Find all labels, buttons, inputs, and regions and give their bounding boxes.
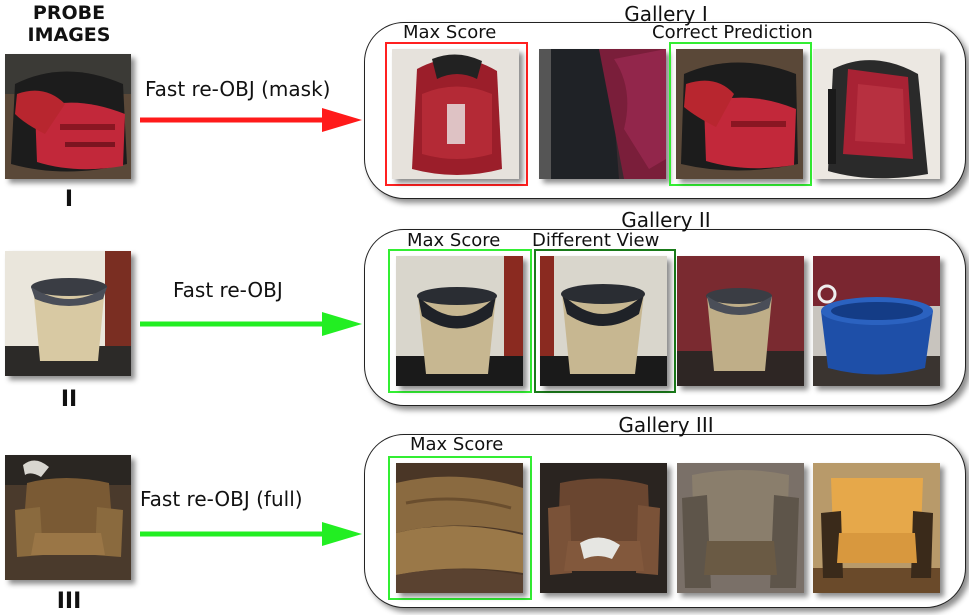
- probe-header-line-2: IMAGES: [27, 24, 111, 46]
- correct-prediction-highlight: [669, 42, 812, 186]
- max-score-label-2: Max Score: [407, 230, 501, 251]
- correct-prediction-label: Correct Prediction: [652, 22, 813, 43]
- gallery-1-image-2: [539, 49, 666, 179]
- gallery-3-image-2: [540, 463, 667, 593]
- different-view-label: Different View: [532, 230, 660, 251]
- gallery-2-image-2: [540, 256, 667, 386]
- arrow-row-3: [140, 520, 365, 548]
- gallery-1-image-1: [392, 49, 519, 179]
- probe-image-trash-bin: [5, 251, 131, 376]
- probe-images-header: PROBE IMAGES: [4, 2, 134, 46]
- max-score-highlight-1: [385, 42, 528, 186]
- row-label-1: I: [64, 187, 74, 212]
- gallery-2-image-4: [813, 256, 940, 386]
- method-label-2: Fast re-OBJ: [173, 278, 283, 302]
- max-score-label-3: Max Score: [410, 434, 504, 455]
- max-score-label-1: Max Score: [403, 22, 497, 43]
- gallery-title-3: Gallery III: [618, 413, 714, 437]
- gallery-2-image-1: [396, 256, 523, 386]
- gallery-title-2: Gallery II: [621, 208, 711, 232]
- probe-header-line-1: PROBE: [32, 2, 106, 24]
- gallery-1-image-4: [813, 49, 940, 179]
- method-label-3: Fast re-OBJ (full): [140, 487, 303, 511]
- gallery-3-image-4: [813, 463, 940, 593]
- arrow-row-2: [140, 310, 365, 338]
- gallery-3-image-1: [396, 463, 523, 593]
- max-score-highlight-2: [388, 249, 532, 393]
- gallery-title-1: Gallery I: [624, 2, 708, 26]
- probe-image-armchair: [5, 455, 131, 580]
- method-label-1: Fast re-OBJ (mask): [145, 77, 331, 101]
- gallery-3-image-3: [677, 463, 804, 593]
- max-score-highlight-3: [388, 456, 532, 600]
- probe-image-backpack: [5, 54, 131, 179]
- different-view-highlight: [534, 249, 676, 393]
- arrow-row-1: [140, 106, 365, 134]
- row-label-3: III: [56, 589, 82, 614]
- row-label-2: II: [60, 387, 78, 412]
- gallery-2-image-3: [677, 256, 804, 386]
- gallery-1-image-3: [676, 49, 803, 179]
